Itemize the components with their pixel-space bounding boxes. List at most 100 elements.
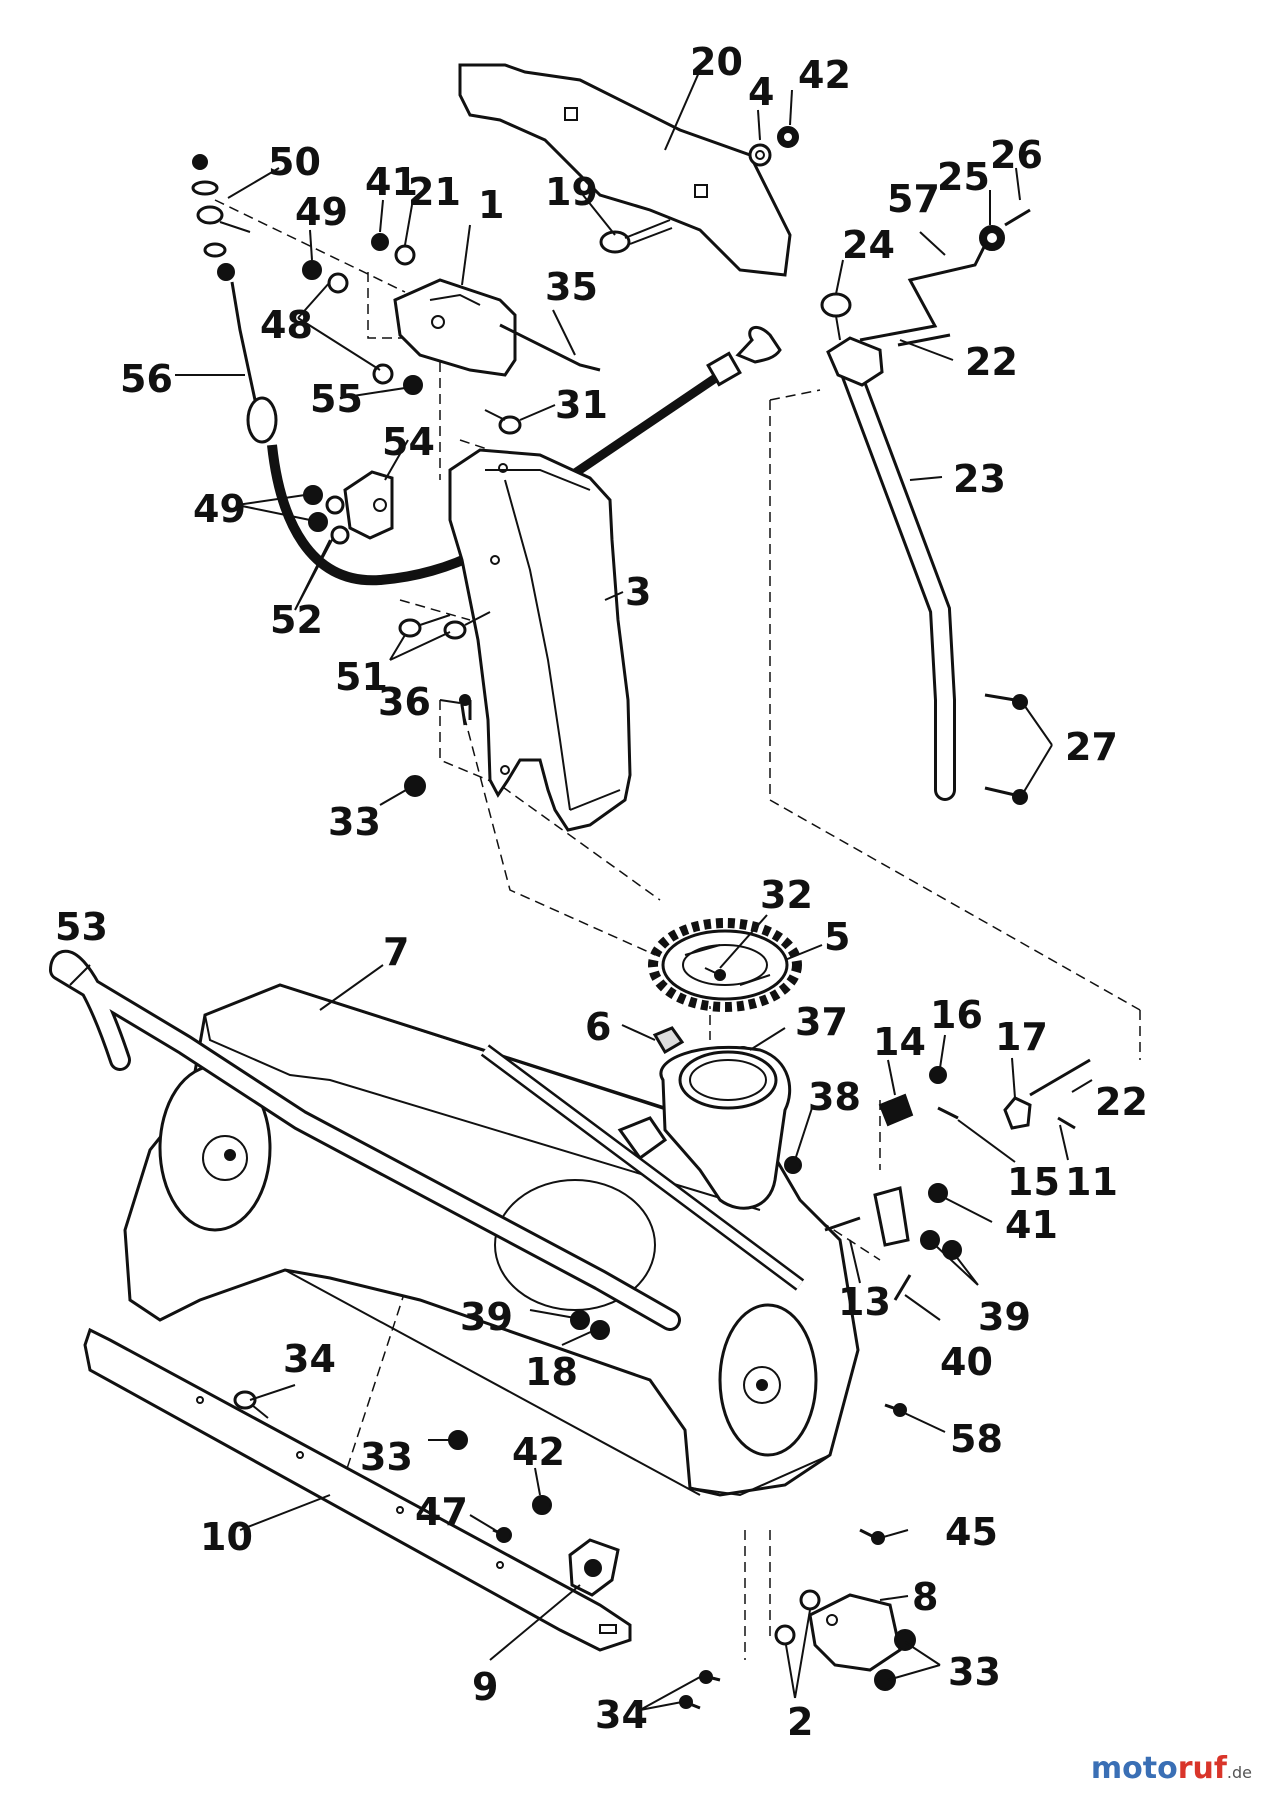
callout-9: 9 [472,1665,498,1709]
callout-56: 56 [120,357,173,401]
nut-part-41-lower [928,1183,948,1203]
cap-part-24 [820,292,852,341]
callout-39-left: 39 [460,1295,513,1339]
callout-14: 14 [873,1020,926,1064]
crank-rod-part-23 [826,336,956,801]
callout-20: 20 [690,40,743,84]
callout-47: 47 [415,1490,468,1534]
nut-part-16 [929,1066,947,1084]
callout-11: 11 [1065,1160,1118,1204]
callout-41-upper: 41 [365,160,418,204]
callout-50: 50 [268,140,321,184]
callout-16: 16 [930,993,983,1037]
callout-58: 58 [950,1417,1003,1461]
bracket-part-54 [343,470,394,540]
bolts-part-34-lower [679,1670,721,1710]
skid-shoe-part-8 [808,1593,902,1672]
bolt-part-32 [704,967,726,981]
bolts-part-51 [398,611,491,640]
washer-part-48 [327,272,349,294]
watermark-brand-b: ruf [1177,1751,1227,1786]
ring-gear-part-5 [648,918,802,1012]
callout-40: 40 [940,1340,993,1384]
small-hardware-stack-part-50 [191,154,251,281]
nut-part-33-upper [404,775,426,797]
knob-part-25 [979,225,1005,251]
pin-part-22-upper [897,333,951,347]
block-part-6 [652,1026,685,1055]
callout-51: 51 [335,655,388,699]
carriage-bolt-part-34-upper [233,1390,269,1419]
callout-22: 22 [965,340,1018,384]
callout-42-upper: 42 [798,53,851,97]
callout-39-right: 39 [978,1295,1031,1339]
callout-22-lower: 22 [1095,1080,1148,1124]
site-watermark: motoruf.de [1091,1751,1252,1786]
callout-19: 19 [545,170,598,214]
nuts-part-39-18 [570,1310,610,1340]
callout-35: 35 [545,265,598,309]
bearing-flange-part-9 [568,1538,620,1597]
mounting-bracket-part-20 [458,63,792,277]
discharge-chute-part-3 [448,448,632,832]
leader-lines [69,69,1093,1711]
pin-part-26 [1004,208,1031,227]
callout-4: 4 [748,70,774,114]
callout-54: 54 [382,420,435,464]
callout-24: 24 [842,223,895,267]
washers-part-2 [774,1589,821,1646]
callout-6: 6 [585,1005,611,1049]
nut-part-49-upper [302,260,322,280]
callout-33-mid: 33 [360,1435,413,1479]
callout-13: 13 [838,1280,891,1324]
callout-labels: 1 2 3 4 5 6 7 8 9 10 11 13 14 15 16 17 1… [55,40,1148,1744]
rod-part-35 [499,323,601,372]
pin-part-15 [937,1106,959,1120]
callout-25: 25 [937,155,990,199]
callout-38: 38 [808,1075,861,1119]
screw-part-11 [1057,1116,1076,1130]
scraper-bar-part-10 [83,1327,632,1652]
callout-34-upper: 34 [283,1337,336,1381]
callout-49-upper: 49 [295,190,348,234]
callout-32: 32 [760,873,813,917]
crank-handle-part-57 [859,244,987,342]
callout-3: 3 [625,570,651,614]
nuts-part-49-lower [303,485,328,532]
nut-part-55 [403,375,423,395]
lever-part-17 [1003,1096,1032,1130]
callout-45: 45 [945,1510,998,1554]
callout-41-lower: 41 [1005,1203,1058,1247]
washer-part-4 [748,143,772,167]
callout-49-lower: 49 [193,487,246,531]
bolt-part-47 [492,1527,512,1543]
nuts-part-39-right [920,1230,962,1260]
callout-33-lower: 33 [948,1650,1001,1694]
callout-1: 1 [478,183,504,227]
callout-36: 36 [378,680,431,724]
watermark-brand-a: moto [1090,1751,1178,1786]
callout-5: 5 [824,915,850,959]
bolt-part-19 [599,219,673,254]
screws-part-36 [459,694,472,726]
auger-outlet-tube [617,1045,792,1210]
bolt-part-31 [484,409,522,435]
callout-37: 37 [795,1000,848,1044]
bracket-part-13 [824,1186,910,1247]
washer-part-21 [394,244,416,266]
callout-33-upper: 33 [328,800,381,844]
bolt-part-45 [859,1528,885,1545]
bolts-part-27 [984,693,1028,805]
nut-part-42-lower [532,1495,552,1515]
pin-part-22-lower [1029,1058,1091,1097]
callout-21: 21 [408,170,461,214]
callout-34-lower: 34 [595,1693,648,1737]
watermark-suffix: .de [1226,1763,1252,1782]
callout-8: 8 [912,1575,938,1619]
callout-17: 17 [995,1015,1048,1059]
callout-53: 53 [55,905,108,949]
callout-27: 27 [1065,725,1118,769]
bolt-part-58 [884,1403,907,1417]
nut-part-41-upper [371,233,389,251]
